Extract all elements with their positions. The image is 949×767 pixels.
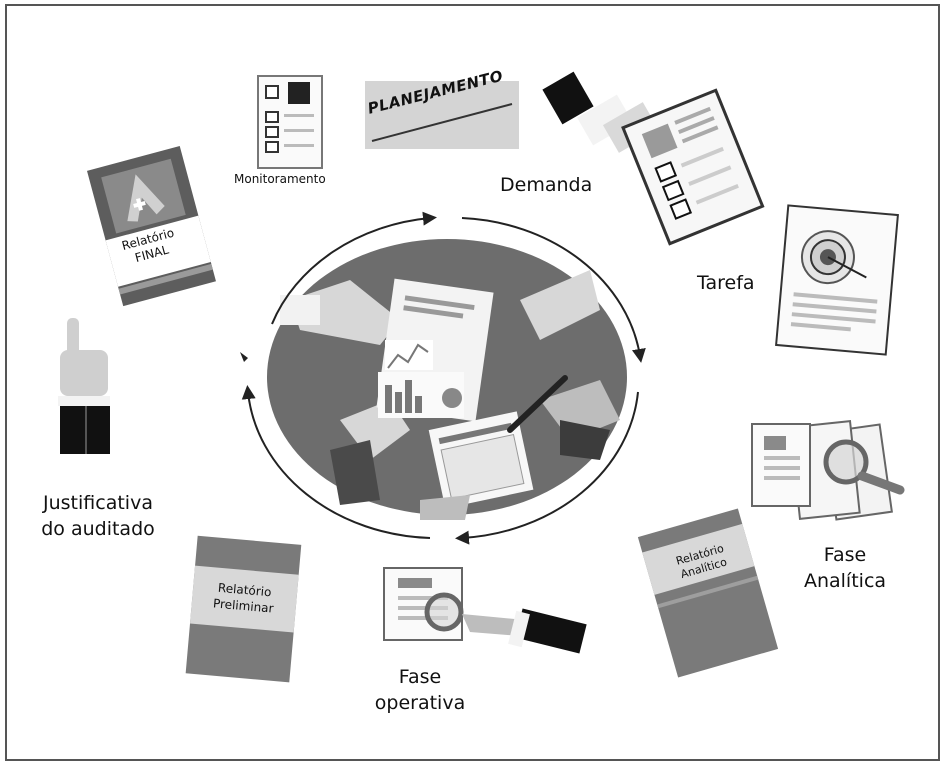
operative-magnifier-icon xyxy=(383,567,587,654)
monitoramento-label: Monitoramento xyxy=(234,172,326,186)
analysis-documents-icon xyxy=(751,420,905,521)
demanda-label: Demanda xyxy=(500,174,593,196)
fase-analitica-line-2: Analítica xyxy=(803,570,887,592)
target-document-icon xyxy=(775,204,899,356)
pointing-hand-icon xyxy=(58,318,110,454)
tarefa-label: Tarefa xyxy=(697,272,755,294)
justificativa-line-2: do auditado xyxy=(41,518,155,540)
justificativa-label: Justificativa do auditado xyxy=(28,490,168,542)
relatorio-preliminar-book xyxy=(185,535,302,683)
fase-operativa-line-2: operativa xyxy=(374,692,466,714)
relatorio-final-book xyxy=(87,146,216,307)
checklist-icon xyxy=(257,75,323,169)
central-meeting-illustration xyxy=(240,211,646,545)
fase-operativa-label: Fase operativa xyxy=(360,664,480,716)
fase-analitica-label: Fase Analítica xyxy=(790,542,900,594)
demanda-form-icon xyxy=(542,71,765,246)
planejamento-underline xyxy=(371,103,513,142)
fase-analitica-line-1: Fase xyxy=(823,544,867,566)
relatorio-analitico-book xyxy=(637,508,779,678)
planejamento-box xyxy=(365,81,519,149)
fase-operativa-line-1: Fase xyxy=(398,666,442,688)
justificativa-line-1: Justificativa xyxy=(43,492,153,514)
